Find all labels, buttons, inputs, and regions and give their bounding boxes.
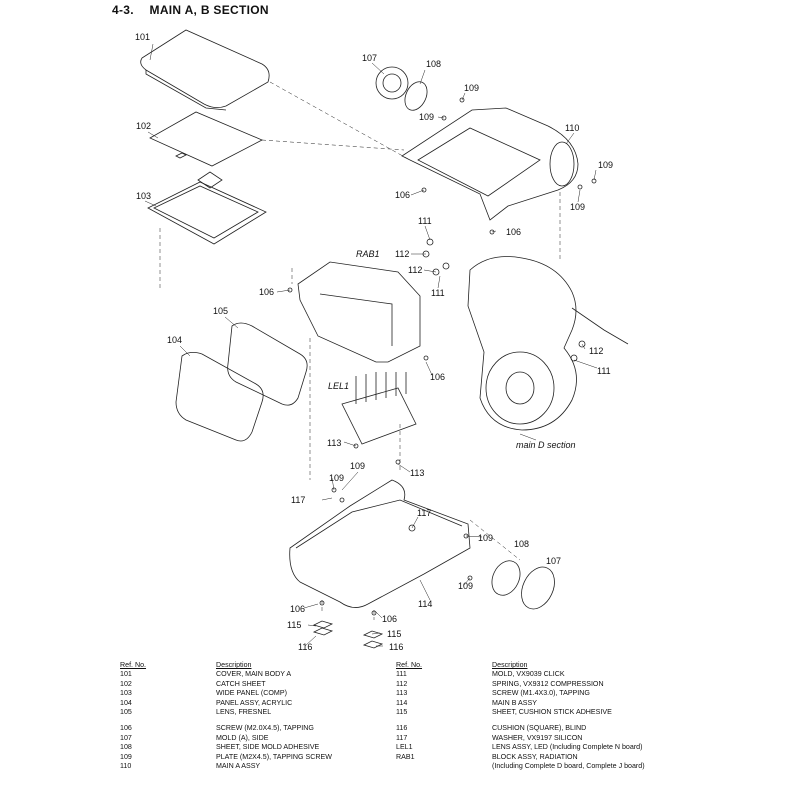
section-title: MAIN A, B SECTION (149, 3, 269, 17)
callout-111-c: 111 (597, 366, 611, 376)
callout-101: 101 (135, 32, 150, 42)
part-115-sheet-left (312, 620, 334, 629)
ref-no-header: Ref. No. (396, 661, 423, 669)
callout-117-a: 117 (291, 495, 305, 505)
callout-117-b: 117 (417, 508, 431, 518)
callout-109-a: 109 (464, 83, 479, 93)
part-103-panel (147, 181, 267, 245)
callout-rab1: RAB1 (356, 249, 380, 259)
callout-106-b: 106 (506, 227, 521, 237)
callout-112-a: 112 (395, 249, 409, 259)
callout-109-e: 109 (350, 461, 365, 471)
callout-113-b: 113 (410, 468, 424, 478)
main-d-section (467, 256, 577, 431)
section-heading: 4-3. MAIN A, B SECTION (112, 3, 269, 17)
callout-109-d: 109 (570, 202, 585, 212)
callout-103: 103 (136, 191, 151, 201)
description-header: Description (492, 661, 528, 669)
callout-112-c: 112 (589, 346, 603, 356)
callout-116-a: 116 (298, 642, 312, 652)
part-105-lens (227, 322, 308, 406)
exploded-view-diagram: 101 102 103 104 105 107 108 109 109 110 … (135, 29, 629, 652)
callout-106-f: 106 (382, 614, 397, 624)
callout-109-f: 109 (329, 473, 344, 483)
part-114-main-b (289, 479, 471, 608)
part-110-main-a (401, 107, 579, 221)
main-d-section-label: main D section (516, 440, 576, 450)
callout-113-a: 113 (327, 438, 341, 448)
part-107-mold-bottom (521, 566, 555, 610)
part-108-sheet-top (404, 81, 428, 111)
callout-109-g: 109 (478, 533, 493, 543)
callout-110: 110 (565, 123, 579, 133)
part-107-mold-top (375, 66, 409, 100)
callout-109-h: 109 (458, 581, 473, 591)
parts-row: (Including Complete D board, Complete J … (492, 762, 645, 771)
callout-106-c: 106 (259, 287, 274, 297)
ref-no-header: Ref. No. (120, 661, 147, 669)
part-104-acrylic (175, 352, 264, 442)
callout-112-b: 112 (408, 265, 422, 275)
callout-105: 105 (213, 306, 228, 316)
description-header: Description (216, 661, 252, 669)
callout-106-d: 106 (430, 372, 445, 382)
callout-111-b: 111 (431, 288, 445, 298)
callout-115-a: 115 (287, 620, 301, 630)
part-108-sheet-bottom (491, 560, 521, 596)
part-rab1-block (297, 261, 421, 363)
part-101-cover (140, 29, 270, 108)
callout-116-b: 116 (389, 642, 403, 652)
callout-107-bottom: 107 (546, 556, 561, 566)
part-116-cushion-left (312, 627, 334, 636)
callout-108-bottom: 108 (514, 539, 529, 549)
callout-lel1: LEL1 (328, 381, 349, 391)
section-number: 4-3. (112, 3, 134, 17)
part-116-cushion-right (362, 640, 384, 649)
part-lel1-led (341, 387, 417, 445)
callout-115-b: 115 (387, 629, 401, 639)
callout-109-b: 109 (419, 112, 434, 122)
part-102-sheet (149, 111, 263, 167)
callout-109-c: 109 (598, 160, 613, 170)
callout-102: 102 (136, 121, 151, 131)
part-115-sheet-right (362, 630, 384, 639)
callout-106-a: 106 (395, 190, 410, 200)
callout-104: 104 (167, 335, 182, 345)
callout-106-e: 106 (290, 604, 305, 614)
callout-108-top: 108 (426, 59, 441, 69)
callout-111-a: 111 (418, 216, 432, 226)
callout-114: 114 (418, 599, 432, 609)
callout-107-top: 107 (362, 53, 377, 63)
